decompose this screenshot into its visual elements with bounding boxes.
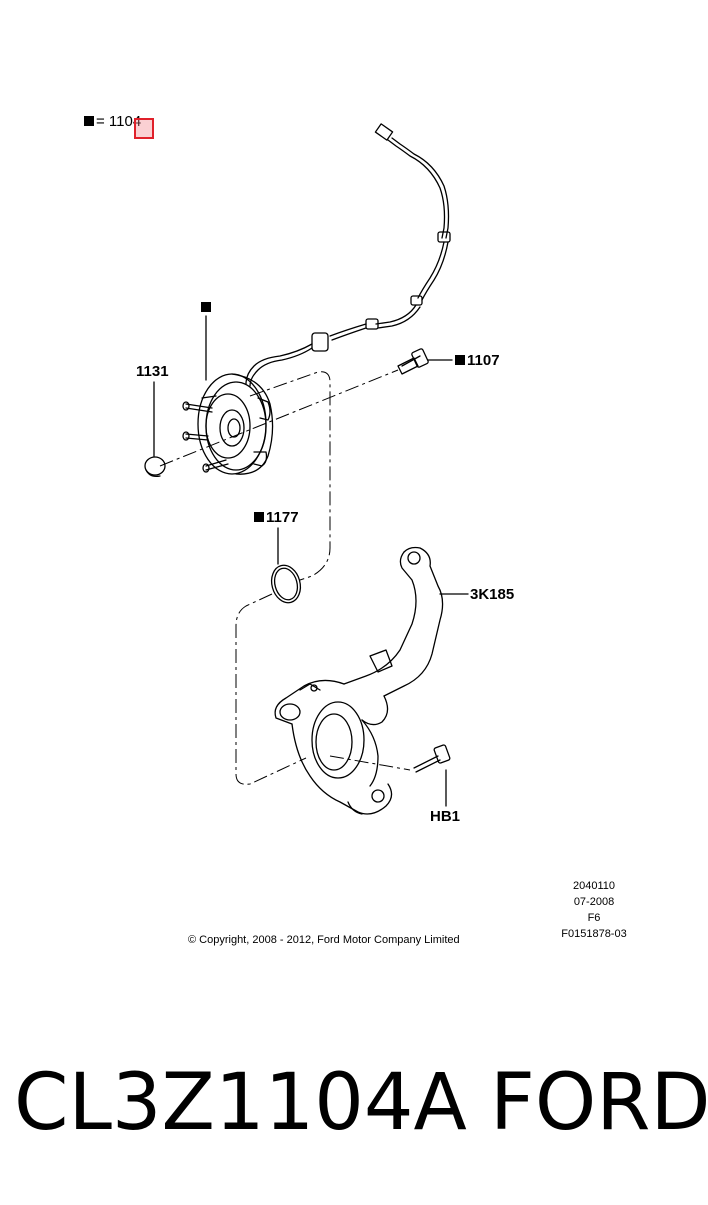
hub-cap-1131: [144, 381, 166, 478]
alignment-lines: [159, 369, 411, 785]
drawing-id-1: 2040110: [572, 880, 615, 892]
marker-square-icon: [201, 302, 211, 312]
abs-sensor-cable: [245, 123, 451, 387]
callout-3k185: 3K185: [470, 586, 515, 603]
callout-1177: 1177: [254, 510, 299, 526]
drawing-id-4: F0151878-03: [561, 928, 627, 940]
legend-square-icon: [84, 116, 94, 126]
drawing-id-3: F6: [587, 912, 601, 924]
marker-square-icon: [455, 355, 465, 365]
brand-name: FORD: [490, 1058, 708, 1148]
callout-1131: 1131: [136, 363, 169, 380]
callout-1107: 1107: [455, 353, 500, 369]
bolt-1107: [397, 348, 453, 375]
wheel-hub-assembly: [182, 373, 274, 475]
oring-1177: [270, 564, 302, 604]
callout-hb1: HB1: [430, 808, 461, 825]
legend: = 1104: [84, 114, 141, 130]
copyright-notice: © Copyright, 2008 - 2012, Ford Motor Com…: [188, 934, 460, 946]
highlight-box[interactable]: [134, 118, 154, 139]
callout-hub-marker: [201, 300, 213, 316]
marker-square-icon: [254, 512, 264, 522]
drawing-id-2: 07-2008: [573, 896, 615, 908]
hub-bolt-hb1: [413, 744, 451, 773]
part-number: CL3Z1104A: [14, 1058, 467, 1148]
legend-text: = 1104: [96, 113, 142, 130]
steering-knuckle: [274, 546, 444, 815]
